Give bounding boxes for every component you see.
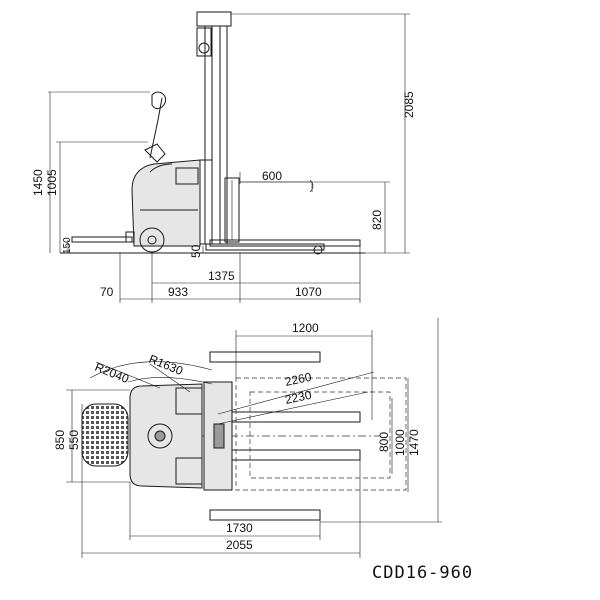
body-top-curve: [149, 163, 173, 173]
top-panel-right: [175, 457, 203, 485]
drive-wheel: [139, 227, 165, 253]
turning-arc-outer: [89, 361, 213, 379]
dim-turning-radius-2: R1630: [147, 352, 185, 378]
load-wheel: [313, 245, 323, 255]
aisle-diag-2: [217, 391, 369, 425]
turning-arc-inner: [127, 377, 213, 385]
dim-fork-spread-3: 1470: [407, 429, 421, 456]
outrigger-lower: [229, 449, 361, 461]
dim-body-length: 933: [168, 285, 188, 299]
dim-fork-spread-1: 800: [377, 432, 391, 452]
top-body: [129, 383, 203, 489]
pallet-outline: [235, 377, 407, 491]
dim-fork-height: 820: [370, 210, 384, 230]
dim-overall-width-2: 550: [67, 430, 81, 450]
carriage: [224, 177, 240, 243]
dim-aisle-diag-1: 2260: [284, 370, 313, 389]
dim-fork-spread-2: 1000: [393, 429, 407, 456]
chain-pulley: [198, 42, 210, 54]
mast-outer: [204, 25, 228, 245]
dim-lift-height-2: 1005: [45, 169, 59, 196]
mast-base: [199, 159, 213, 245]
dim-fork-lowered: 150: [62, 237, 73, 254]
radius-leader-2: [149, 363, 191, 393]
dim-overall-length: 2055: [226, 538, 253, 552]
model-number: CDD16-960: [372, 563, 473, 583]
fork: [209, 239, 361, 247]
tiller-head: [151, 91, 167, 110]
tiller-hub: [147, 423, 173, 449]
mast-chain-wheel: [196, 27, 212, 57]
tiller-hub-center: [154, 430, 166, 442]
tiller-base: [144, 143, 166, 163]
dim-overall-height: 2085: [402, 91, 416, 118]
dim-lift-height-1: 1450: [31, 169, 45, 196]
dim-load-center: 600: [262, 169, 282, 183]
dim-aisle-diag-2: 2230: [284, 388, 313, 407]
platform-top: [81, 403, 129, 467]
dim-front-overhang: 70: [100, 285, 114, 299]
platform-hinge: [125, 231, 135, 243]
fork-top-right: [209, 509, 321, 521]
tiller-arm: [149, 97, 163, 159]
top-view: 1200 R2040 R1630 2260 2230 850 550 800 1…: [53, 318, 442, 558]
outrigger: [205, 243, 325, 251]
dim-turning-radius-1: R2040: [93, 360, 131, 386]
dim-fork-length: 1070: [295, 285, 322, 299]
aisle-diag-1: [217, 371, 375, 415]
top-mast-core: [213, 423, 225, 449]
fork-top-left: [209, 351, 321, 363]
dim-aisle-width: 1200: [292, 321, 319, 335]
dim-overall-width-1: 850: [53, 430, 67, 450]
pallet-inner: [249, 391, 391, 479]
dim-wheelbase: 1375: [208, 269, 235, 283]
platform: [71, 236, 133, 243]
mast-top-cap: [196, 11, 232, 27]
control-panel: [175, 167, 199, 185]
side-view: 2085 1450 1005 600 820 150 50 1375 70 93…: [31, 11, 416, 303]
top-panel-left: [175, 387, 203, 415]
dim-length-fork-face: 1730: [226, 521, 253, 535]
radius-leader-1: [95, 361, 161, 389]
drive-wheel-hub: [147, 235, 157, 245]
dim-ground-clearance: 50: [189, 244, 203, 258]
load-center-mark: [309, 179, 314, 193]
